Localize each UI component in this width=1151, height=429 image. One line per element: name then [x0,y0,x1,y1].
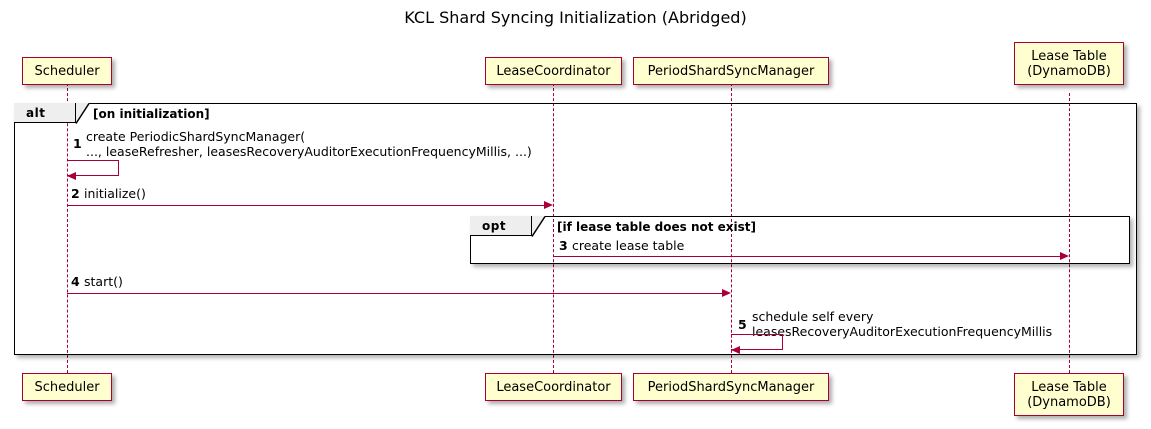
participant-period-shard-sync-manager-bottom-label: PeriodShardSyncManager [647,379,815,395]
fragment-alt-operator-label: alt [26,105,46,120]
lifeline-scheduler [67,83,68,373]
message-1-self-loop [67,160,119,176]
message-4-arrowhead [722,288,731,297]
message-3-line [553,256,1060,257]
message-4-label-line1: start() [84,274,123,289]
message-5-label-line1: schedule self every [752,309,874,324]
lifeline-lease-table [1069,93,1070,373]
message-3-number: 3 [559,238,568,253]
participant-scheduler-top[interactable]: Scheduler [22,57,112,85]
message-4-line [67,293,722,294]
participant-scheduler-bottom[interactable]: Scheduler [22,373,112,401]
participant-period-shard-sync-manager-top[interactable]: PeriodShardSyncManager [633,57,829,85]
message-5-arrowhead [731,345,740,354]
message-2-arrowhead [544,200,553,209]
participant-period-shard-sync-manager-top-label: PeriodShardSyncManager [647,63,815,79]
message-1-number: 1 [73,136,82,151]
fragment-alt-tab-bevel-icon [75,103,90,124]
message-2-line [67,205,544,206]
participant-scheduler-bottom-label: Scheduler [34,379,100,395]
participant-lease-table-bottom-label-line2: (DynamoDB) [1027,394,1111,410]
message-3-arrowhead [1060,251,1069,260]
message-1-arrowhead [67,171,76,180]
message-4-number: 4 [71,274,80,289]
message-3-label-line1: create lease table [572,238,685,253]
fragment-alt-condition: [on initialization] [93,107,210,121]
fragment-opt-tab-bevel-icon [531,216,546,237]
message-1-label-line1: create PeriodicShardSyncManager( [86,129,306,144]
message-2-number: 2 [71,186,80,201]
participant-period-shard-sync-manager-bottom[interactable]: PeriodShardSyncManager [633,373,829,401]
participant-lease-coordinator-bottom[interactable]: LeaseCoordinator [485,373,622,401]
participant-lease-coordinator-top-label: LeaseCoordinator [496,63,611,79]
fragment-opt-condition: [if lease table does not exist] [557,220,757,234]
participant-scheduler-top-label: Scheduler [34,63,100,79]
message-5-self-loop [731,334,783,350]
diagram-title: KCL Shard Syncing Initialization (Abridg… [404,8,747,27]
message-2-label-line1: initialize() [84,186,146,201]
participant-lease-table-top[interactable]: Lease Table (DynamoDB) [1014,42,1124,85]
participant-lease-coordinator-top[interactable]: LeaseCoordinator [485,57,622,85]
message-1-label-line2: ..., leaseRefresher, leasesRecoveryAudit… [86,144,532,159]
lifeline-lease-coordinator [553,83,554,373]
message-5-number: 5 [738,317,747,332]
fragment-opt-operator-tab: opt [470,216,532,236]
lifeline-period-shard-sync-manager [731,83,732,373]
participant-lease-table-top-label-line2: (DynamoDB) [1027,63,1111,79]
message-5-label-line2: leasesRecoveryAuditorExecutionFrequencyM… [752,324,1053,339]
participant-lease-table-bottom-label-line1: Lease Table [1031,379,1107,395]
participant-lease-coordinator-bottom-label: LeaseCoordinator [496,379,611,395]
fragment-alt-operator-tab: alt [14,103,76,123]
fragment-opt [470,216,1130,264]
fragment-alt [14,103,1137,355]
participant-lease-table-top-label-line1: Lease Table [1031,48,1107,64]
fragment-opt-operator-label: opt [482,218,507,233]
participant-lease-table-bottom[interactable]: Lease Table (DynamoDB) [1014,373,1124,416]
